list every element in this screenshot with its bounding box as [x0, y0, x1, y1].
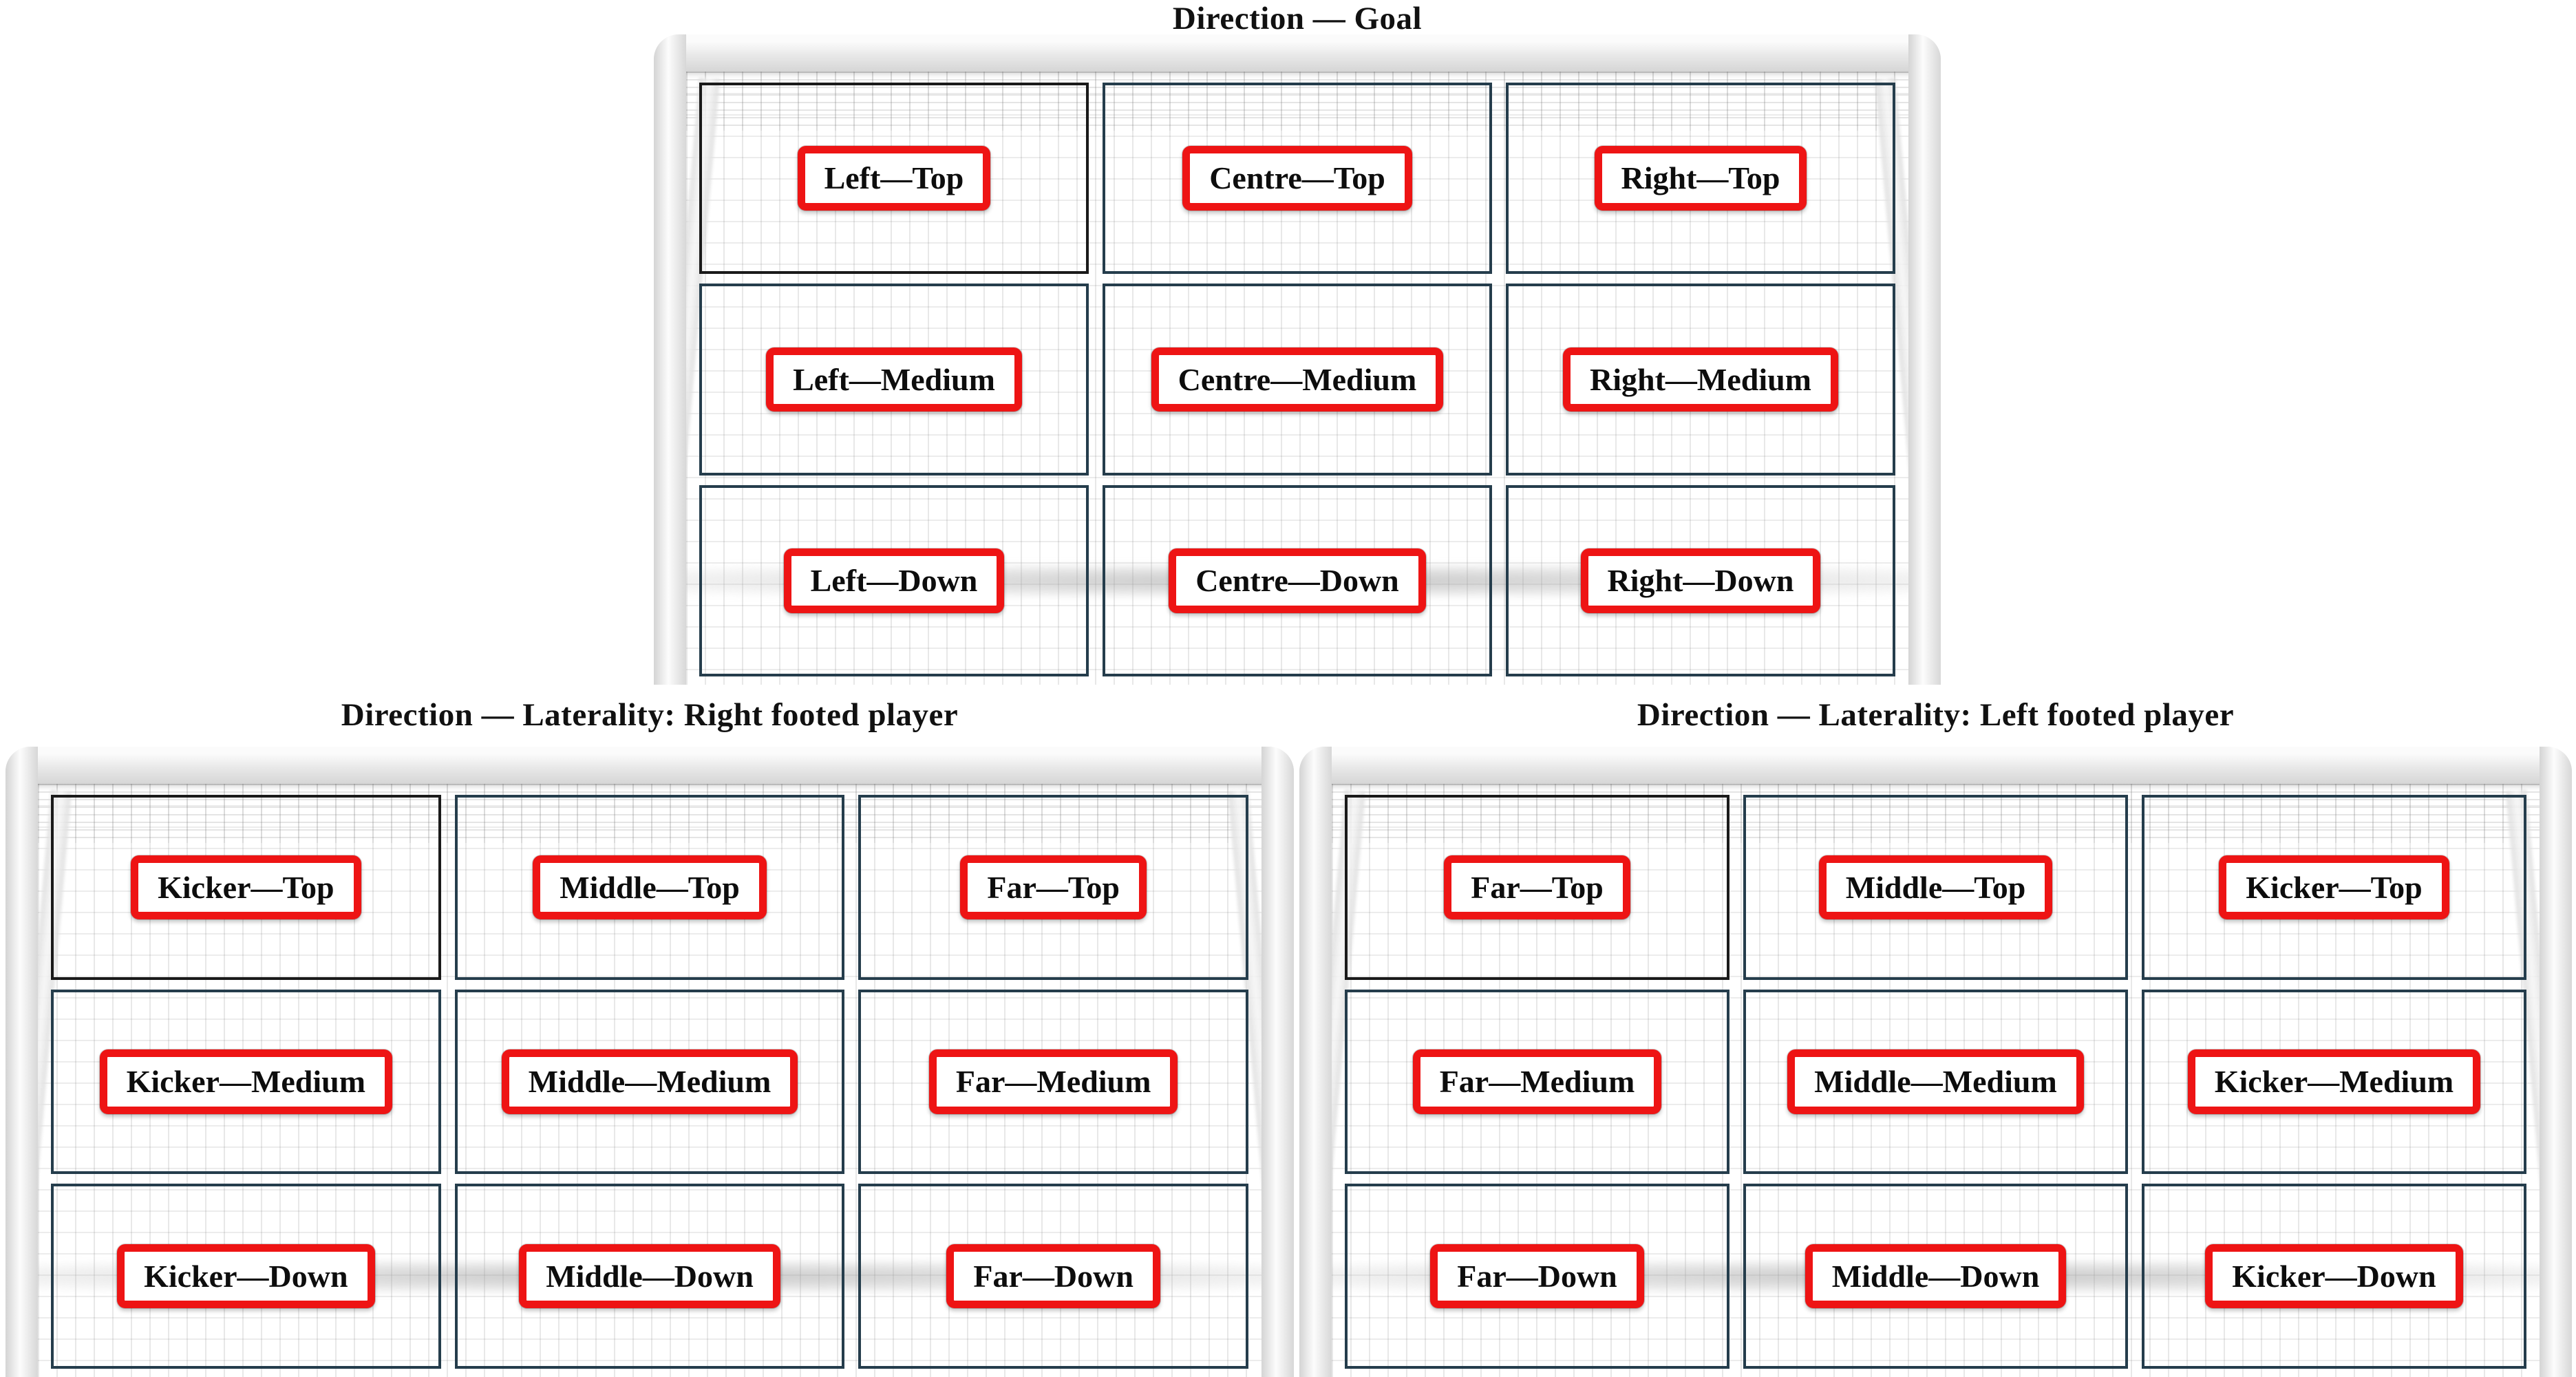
goal-zone: Middle—Down — [1743, 1184, 2128, 1369]
goal-crossbar — [654, 34, 1941, 72]
zone-label: Middle—Top — [533, 855, 767, 920]
goal-zone: Kicker—Down — [2142, 1184, 2526, 1369]
zone-label: Left—Down — [783, 548, 1005, 613]
goal-right-post — [1262, 747, 1294, 1377]
goal-net-roof — [1332, 784, 2540, 843]
goal-zone: Right—Medium — [1506, 284, 1895, 476]
zone-label: Kicker—Top — [2219, 855, 2449, 920]
goal-left-post — [654, 34, 686, 685]
goal-zone-grid: Far—Top Middle—Top Kicker—Top Far—Medium… — [1345, 795, 2526, 1369]
goal-zone: Centre—Down — [1103, 484, 1492, 676]
goal-graphic: Kicker—Top Middle—Top Far—Top Kicker—Med… — [6, 747, 1294, 1377]
goal-crossbar — [1299, 747, 2572, 784]
zone-label: Middle—Medium — [1787, 1049, 2084, 1114]
zone-label: Middle—Medium — [501, 1049, 798, 1114]
zone-label: Left—Top — [797, 146, 991, 211]
zone-label: Kicker—Medium — [2187, 1049, 2481, 1114]
zone-label: Kicker—Medium — [99, 1049, 393, 1114]
goal-zone: Right—Down — [1506, 484, 1895, 676]
panel-goal: Direction — Goal Left—Top Centre—Top Rig… — [654, 0, 1941, 687]
goal-zone: Far—Medium — [1345, 989, 1729, 1175]
zone-label: Right—Down — [1580, 548, 1821, 613]
goal-zone: Left—Medium — [699, 284, 1089, 476]
goal-zone: Kicker—Top — [2142, 795, 2526, 980]
goal-right-post — [1908, 34, 1941, 685]
panel-right-footed: Direction — Laterality: Right footed pla… — [6, 696, 1294, 1377]
goal-zone: Middle—Top — [1743, 795, 2128, 980]
goal-zone: Far—Medium — [858, 989, 1248, 1175]
goal-zone: Far—Top — [1345, 795, 1729, 980]
goal-left-post — [1299, 747, 1332, 1377]
zone-label: Middle—Down — [1805, 1243, 2067, 1309]
goal-zone: Left—Down — [699, 484, 1089, 676]
zone-label: Kicker—Top — [131, 855, 361, 920]
zone-label: Left—Medium — [766, 347, 1022, 412]
zone-label: Right—Top — [1594, 146, 1807, 211]
goal-zone-grid: Left—Top Centre—Top Right—Top Left—Mediu… — [699, 83, 1895, 676]
goal-net-roof — [686, 72, 1908, 131]
panel-title: Direction — Laterality: Left footed play… — [1637, 697, 2235, 733]
goal-right-post — [2540, 747, 2572, 1377]
panel-title: Direction — Goal — [1172, 1, 1423, 36]
zone-label: Centre—Top — [1182, 146, 1412, 211]
zone-label: Far—Top — [960, 855, 1147, 920]
zone-label: Right—Medium — [1563, 347, 1838, 412]
goal-net-roof — [38, 784, 1262, 843]
goal-graphic: Far—Top Middle—Top Kicker—Top Far—Medium… — [1299, 747, 2572, 1377]
zone-label: Kicker—Down — [2205, 1243, 2463, 1309]
goal-zone-grid: Kicker—Top Middle—Top Far—Top Kicker—Med… — [51, 795, 1248, 1369]
goal-zone: Far—Down — [1345, 1184, 1729, 1369]
zone-label: Far—Medium — [928, 1049, 1178, 1114]
goal-zone: Kicker—Medium — [2142, 989, 2526, 1175]
zone-label: Centre—Medium — [1151, 347, 1444, 412]
zone-label: Kicker—Down — [117, 1243, 375, 1309]
goal-zone: Far—Down — [858, 1184, 1248, 1369]
goal-zone: Kicker—Down — [51, 1184, 441, 1369]
goal-zone: Kicker—Medium — [51, 989, 441, 1175]
goal-zone: Right—Top — [1506, 83, 1895, 275]
goal-graphic: Left—Top Centre—Top Right—Top Left—Mediu… — [654, 34, 1941, 685]
goal-zone: Left—Top — [699, 83, 1089, 275]
zone-label: Far—Top — [1444, 855, 1630, 920]
zone-label: Middle—Down — [519, 1243, 780, 1309]
goal-zone: Kicker—Top — [51, 795, 441, 980]
goal-zone: Centre—Medium — [1103, 284, 1492, 476]
zone-label: Centre—Down — [1169, 548, 1426, 613]
zone-label: Far—Down — [1430, 1243, 1644, 1309]
goal-crossbar — [6, 747, 1294, 784]
panel-left-footed: Direction — Laterality: Left footed play… — [1299, 696, 2572, 1377]
goal-zone: Far—Top — [858, 795, 1248, 980]
goal-zone: Middle—Medium — [454, 989, 845, 1175]
panel-title: Direction — Laterality: Right footed pla… — [341, 697, 959, 733]
goal-zone: Middle—Top — [454, 795, 845, 980]
goal-zone: Middle—Medium — [1743, 989, 2128, 1175]
goal-zone: Centre—Top — [1103, 83, 1492, 275]
goal-zone: Middle—Down — [454, 1184, 845, 1369]
goal-left-post — [6, 747, 38, 1377]
zone-label: Far—Medium — [1412, 1049, 1662, 1114]
zone-label: Far—Down — [946, 1243, 1160, 1309]
zone-label: Middle—Top — [1818, 855, 2053, 920]
